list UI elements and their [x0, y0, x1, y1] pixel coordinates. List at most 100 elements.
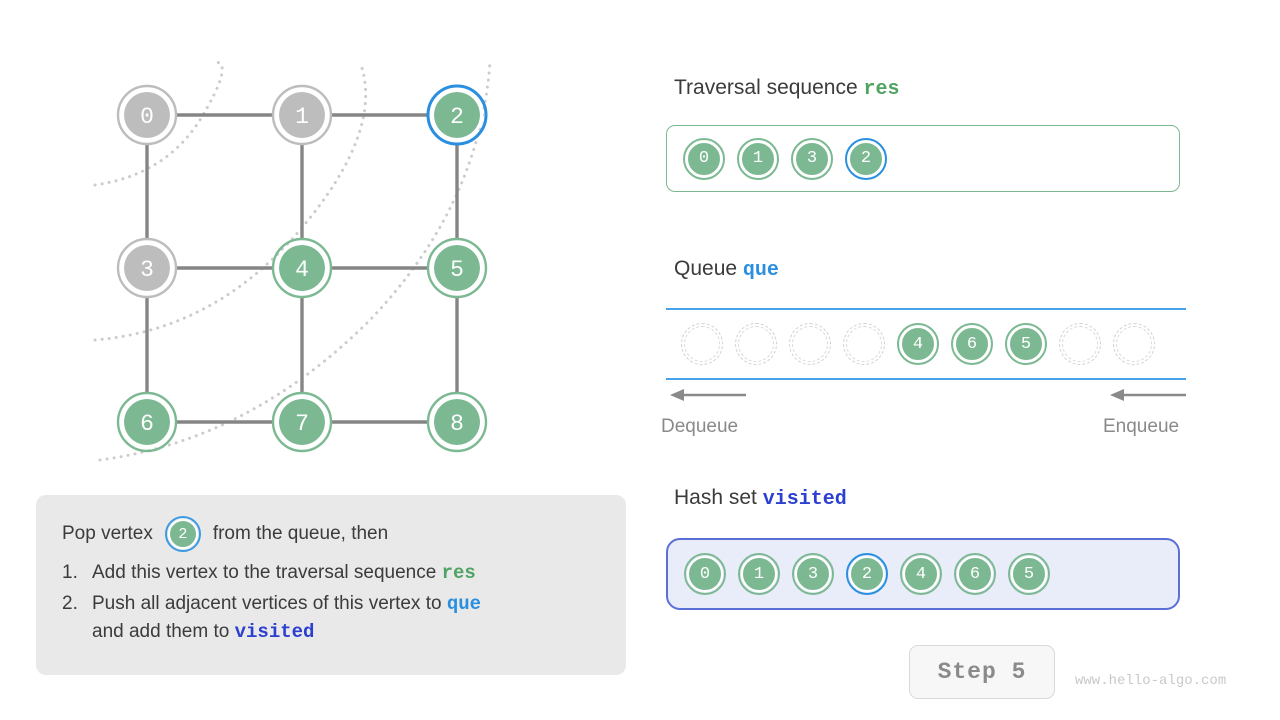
chip-inner-ring [167, 519, 198, 549]
node-label: 7 [295, 411, 309, 437]
chip-inner-ring [1008, 326, 1044, 362]
visited-item-6[interactable]: 5 [1008, 553, 1050, 595]
graph-node-5[interactable]: 5 [426, 237, 488, 299]
visited-item-3[interactable]: 2 [846, 553, 888, 595]
chip-outer-ring [737, 137, 779, 180]
res-item-3[interactable]: 2 [845, 137, 887, 180]
queue-slot-3[interactable] [843, 323, 885, 365]
queue-slot-4[interactable]: 4 [897, 323, 939, 365]
graph-node-0[interactable]: 0 [116, 84, 178, 146]
res-item-0[interactable]: 0 [683, 137, 725, 180]
chip-label: 0 [698, 149, 710, 168]
graph-node-7[interactable]: 7 [271, 391, 333, 453]
node-body [279, 245, 325, 291]
chip-inner-ring [740, 140, 776, 177]
graph-node-1[interactable]: 1 [271, 84, 333, 146]
caption-line-1: Pop vertex 2 from the queue, then [62, 516, 600, 552]
chip-inner-ring [957, 556, 993, 592]
queue-slot-8[interactable] [1113, 323, 1155, 365]
res-item-2[interactable]: 3 [791, 137, 833, 180]
bfs-level-curve-1 [93, 60, 224, 187]
graph-nodes: 0 1 2 3 4 5 6 7 8 [116, 84, 488, 453]
node-body [434, 245, 480, 291]
node-highlight-ring [426, 84, 488, 146]
visited-item-4[interactable]: 4 [900, 553, 942, 595]
node-white-ring [431, 396, 483, 448]
node-white-ring [276, 242, 328, 294]
caption-step-2-number: 2. [62, 593, 78, 614]
queue-slot-2[interactable] [789, 323, 831, 365]
node-outer-ring [116, 84, 178, 146]
caption-step-2-keyword-visited: visited [234, 621, 315, 643]
chip-outer-ring [789, 323, 831, 365]
chip-inner-ring [954, 326, 990, 362]
queue-slot-1[interactable] [735, 323, 777, 365]
caption-steps-list: 1. Add this vertex to the traversal sequ… [62, 559, 600, 646]
node-outer-ring [426, 237, 488, 299]
node-outer-ring [271, 84, 333, 146]
chip-outer-ring [683, 137, 725, 180]
chip-label: 3 [807, 564, 819, 584]
node-body [124, 399, 170, 445]
res-section-title: Traversal sequence res [674, 76, 900, 101]
chip-label: 3 [806, 149, 818, 168]
chip-outer-ring [735, 323, 777, 365]
node-body [124, 92, 170, 138]
node-label: 1 [295, 104, 309, 130]
queue-slot-7[interactable] [1059, 323, 1101, 365]
chip-outer-ring [738, 553, 780, 595]
chip-inner-ring [903, 556, 939, 592]
queue-slot-5[interactable]: 6 [951, 323, 993, 365]
node-outer-ring [271, 391, 333, 453]
graph-node-8[interactable]: 8 [426, 391, 488, 453]
chip-label: 1 [752, 149, 764, 168]
node-body [124, 245, 170, 291]
chip-inner-ring [687, 556, 723, 592]
caption-step-1-keyword: res [441, 562, 476, 584]
visited-item-5[interactable]: 6 [954, 553, 996, 595]
node-body [279, 399, 325, 445]
chip-label: 6 [966, 334, 978, 354]
node-body [434, 399, 480, 445]
chip-outer-ring [1005, 323, 1047, 365]
chip-inner-ring [848, 140, 884, 177]
chip-inner-ring [846, 326, 882, 362]
queue-slot-6[interactable]: 5 [1005, 323, 1047, 365]
graph-edges [145, 113, 459, 424]
visited-item-2[interactable]: 3 [792, 553, 834, 595]
chip-outer-ring [900, 553, 942, 595]
node-body [279, 92, 325, 138]
set-section-title: Hash set visited [674, 486, 847, 511]
graph-node-3[interactable]: 3 [116, 237, 178, 299]
queue-section-title: Queue que [674, 257, 779, 282]
chip-outer-ring [681, 323, 723, 365]
visited-item-1[interactable]: 1 [738, 553, 780, 595]
chip-outer-ring [1113, 323, 1155, 365]
chip-inner-ring [849, 556, 885, 592]
node-outer-ring [116, 237, 178, 299]
res-item-1[interactable]: 1 [737, 137, 779, 180]
node-white-ring [431, 89, 483, 141]
graph-node-4[interactable]: 4 [271, 237, 333, 299]
queue-slot-0[interactable] [681, 323, 723, 365]
res-container: 0 1 3 2 [666, 125, 1180, 192]
node-outer-ring [271, 237, 333, 299]
caption-step-2-before2: and add them to [92, 621, 235, 642]
chip-inner-ring [1116, 326, 1152, 362]
queue-container: 4 6 5 [666, 308, 1186, 380]
node-outer-ring [116, 391, 178, 453]
chip-label: 4 [915, 564, 927, 584]
dequeue-label: Dequeue [661, 416, 739, 437]
chip-outer-ring [845, 137, 887, 180]
node-label: 2 [450, 104, 464, 130]
visited-item-0[interactable]: 0 [684, 553, 726, 595]
chip-inner-ring [795, 556, 831, 592]
caption-step-2-text: Push all adjacent vertices of this verte… [92, 590, 600, 646]
graph-node-6[interactable]: 6 [116, 391, 178, 453]
node-label: 6 [140, 411, 154, 437]
node-white-ring [121, 89, 173, 141]
node-white-ring [276, 396, 328, 448]
graph-node-2[interactable]: 2 [426, 84, 488, 146]
